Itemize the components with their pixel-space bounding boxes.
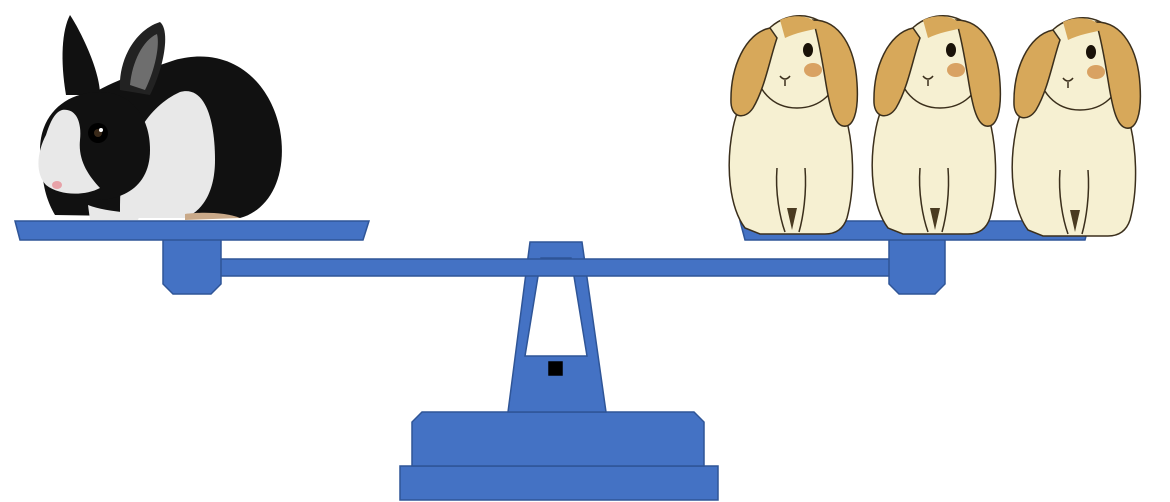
lop-rabbit-3 <box>1011 16 1142 237</box>
scale-base-bottom <box>399 465 719 501</box>
scale-beam <box>217 258 893 277</box>
scale-base-top <box>411 411 705 467</box>
lop-rabbit-1 <box>728 14 859 235</box>
scale-pillar <box>507 241 607 413</box>
left-pan <box>14 220 371 241</box>
right-pan-support <box>888 235 946 295</box>
black-white-rabbit <box>38 15 282 220</box>
left-pan-support <box>162 235 222 295</box>
scale-pivot <box>548 361 563 376</box>
balance-scale <box>14 220 1091 501</box>
lop-rabbit-2 <box>871 14 1002 235</box>
